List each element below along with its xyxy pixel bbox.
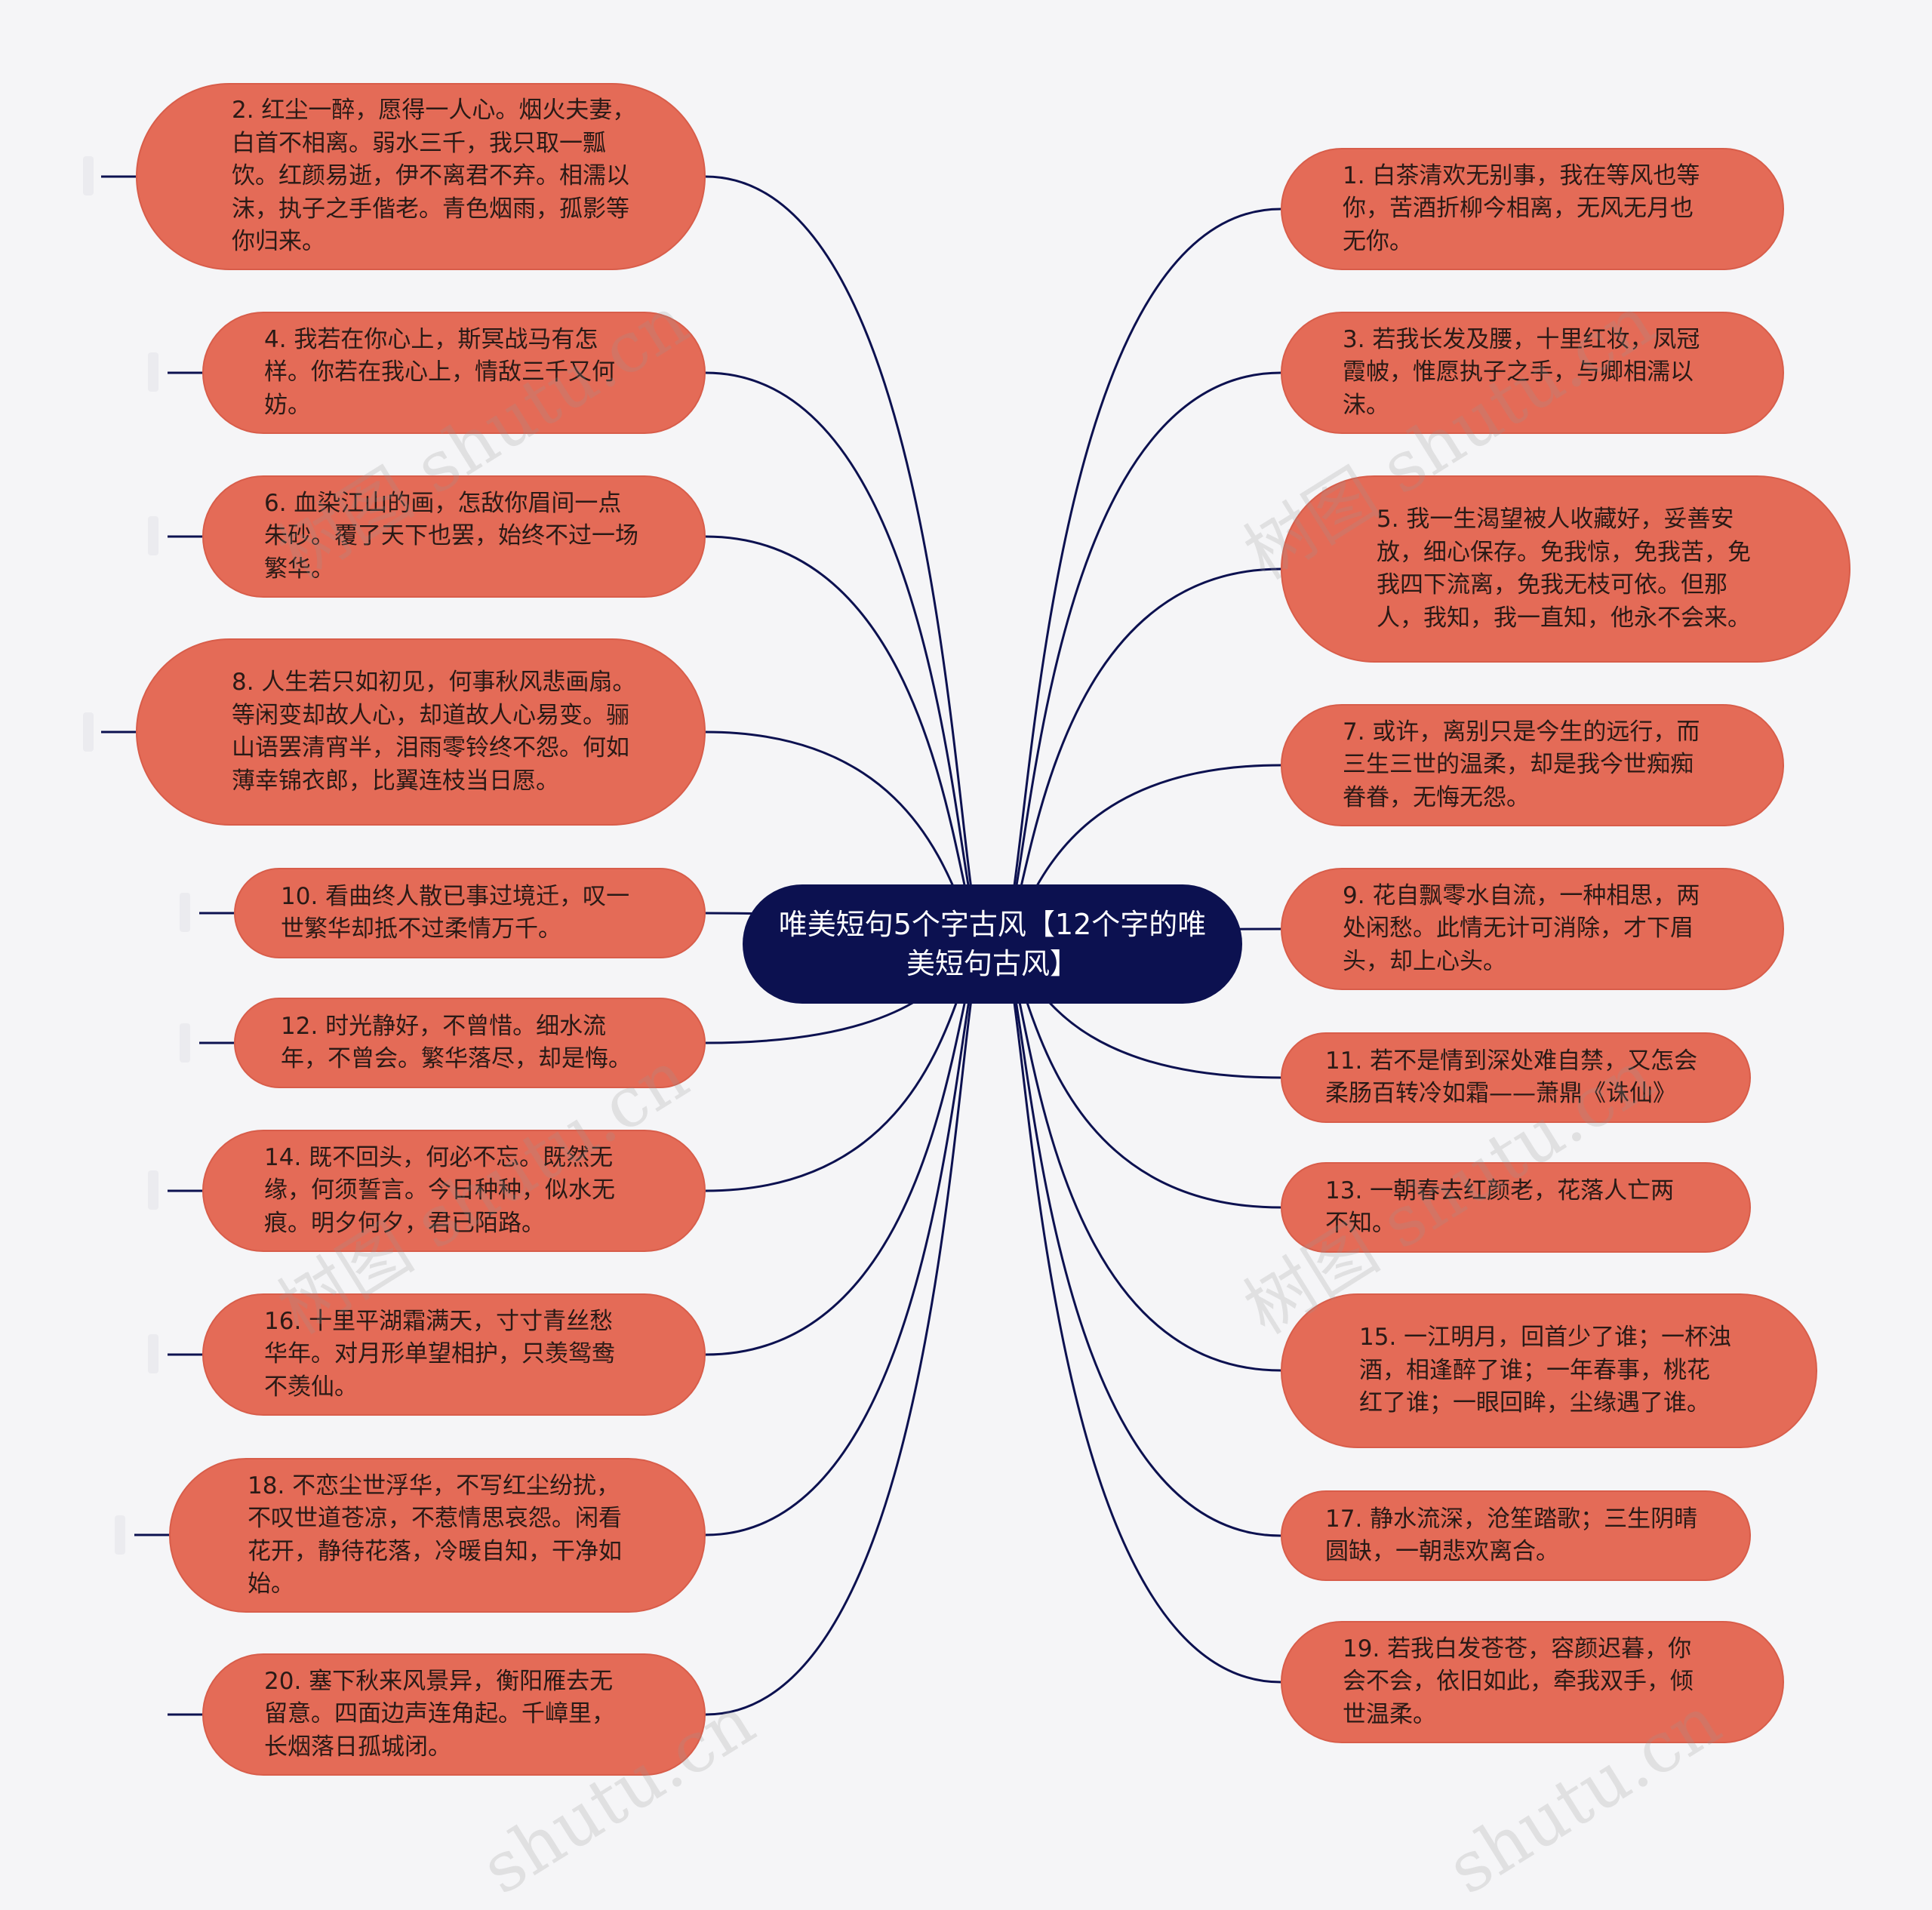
topic-node-13[interactable]: 13. 一朝春去红颜老，花落人亡两不知。	[1281, 1162, 1751, 1253]
collapse-stub[interactable]	[148, 516, 158, 555]
topic-node-text: 16. 十里平湖霜满天，寸寸青丝愁华年。对月形单望相护，只羡鸳鸯不羡仙。	[264, 1307, 615, 1401]
topic-node-19[interactable]: 19. 若我白发苍苍，容颜迟暮，你会不会，依旧如此，牵我双手，倾世温柔。	[1281, 1621, 1784, 1743]
central-topic-text: 唯美短句5个字古风【12个字的唯美短句古风】	[778, 908, 1207, 980]
collapse-stub[interactable]	[115, 1515, 125, 1555]
topic-node-11[interactable]: 11. 若不是情到深处难自禁，又怎会柔肠百转冷如霜——萧鼎《诛仙》	[1281, 1032, 1751, 1123]
topic-node-1[interactable]: 1. 白茶清欢无别事，我在等风也等你，苦酒折柳今相离，无风无月也无你。	[1281, 148, 1784, 270]
topic-node-9[interactable]: 9. 花自飘零水自流，一种相思，两处闲愁。此情无计可消除，才下眉头，却上心头。	[1281, 868, 1784, 990]
topic-node-text: 7. 或许，离别只是今生的远行，而三生三世的温柔，却是我今世痴痴眷眷，无悔无怨。	[1343, 718, 1700, 811]
topic-node-text: 5. 我一生渴望被人收藏好，妥善安放，细心保存。免我惊，免我苦，免我四下流离，免…	[1377, 506, 1751, 632]
topic-node-7[interactable]: 7. 或许，离别只是今生的远行，而三生三世的温柔，却是我今世痴痴眷眷，无悔无怨。	[1281, 704, 1784, 826]
topic-node-8[interactable]: 8. 人生若只如初见，何事秋风悲画扇。等闲变却故人心，却道故人心易变。骊山语罢清…	[136, 638, 706, 826]
collapse-stub[interactable]	[83, 712, 94, 752]
connector-right-7	[999, 943, 1281, 1372]
topic-node-16[interactable]: 16. 十里平湖霜满天，寸寸青丝愁华年。对月形单望相护，只羡鸳鸯不羡仙。	[202, 1293, 706, 1416]
connector-right-1	[999, 371, 1281, 946]
topic-node-text: 8. 人生若只如初见，何事秋风悲画扇。等闲变却故人心，却道故人心易变。骊山语罢清…	[232, 669, 636, 795]
topic-node-text: 2. 红尘一醉，愿得一人心。烟火夫妻，白首不相离。弱水三千，我只取一瓢饮。红颜易…	[232, 97, 636, 256]
connector-left-2	[705, 535, 986, 946]
topic-node-3[interactable]: 3. 若我长发及腰，十里红妆，凤冠霞帔，惟愿执子之手，与卿相濡以沫。	[1281, 312, 1784, 434]
connector-left-0	[705, 175, 986, 946]
topic-node-text: 1. 白茶清欢无别事，我在等风也等你，苦酒折柳今相离，无风无月也无你。	[1343, 161, 1700, 255]
topic-node-text: 17. 静水流深，沧笙踏歌；三生阴晴圆缺，一朝悲欢离合。	[1325, 1505, 1698, 1566]
collapse-stub[interactable]	[83, 156, 94, 195]
connector-left-7	[705, 943, 986, 1356]
connector-left-9	[705, 943, 986, 1716]
topic-node-text: 9. 花自飘零水自流，一种相思，两处闲愁。此情无计可消除，才下眉头，却上心头。	[1343, 881, 1700, 975]
central-topic[interactable]: 唯美短句5个字古风【12个字的唯美短句古风】	[743, 884, 1242, 1004]
topic-node-12[interactable]: 12. 时光静好，不曾惜。细水流年，不曾会。繁华落尽，却是悔。	[234, 998, 706, 1088]
collapse-stub[interactable]	[148, 1170, 158, 1210]
connector-left-8	[705, 943, 986, 1536]
topic-node-text: 10. 看曲终人散已事过境迁，叹一世繁华却抵不过柔情万千。	[281, 882, 630, 943]
topic-node-text: 4. 我若在你心上，斯冥战马有怎样。你若在我心上，情敌三千又何妨。	[264, 325, 615, 419]
topic-node-text: 18. 不恋尘世浮华，不写红尘纷扰，不叹世道苍凉，不惹情思哀怨。闲看花开，静待花…	[248, 1472, 622, 1598]
topic-node-6[interactable]: 6. 血染江山的画，怎敌你眉间一点朱砂。覆了天下也罢，始终不过一场繁华。	[202, 475, 706, 598]
collapse-stub[interactable]	[180, 893, 190, 932]
topic-node-15[interactable]: 15. 一江明月，回首少了谁；一杯浊酒，相逢醉了谁；一年春事，桃花红了谁；一眼回…	[1281, 1293, 1817, 1448]
topic-node-20[interactable]: 20. 塞下秋来风景异，衡阳雁去无留意。四面边声连角起。千嶂里，长烟落日孤城闭。	[202, 1653, 706, 1776]
collapse-stub[interactable]	[148, 352, 158, 392]
topic-node-text: 14. 既不回头，何必不忘。既然无缘，何须誓言。今日种种，似水无痕。明夕何夕，君…	[264, 1143, 615, 1237]
topic-node-14[interactable]: 14. 既不回头，何必不忘。既然无缘，何须誓言。今日种种，似水无痕。明夕何夕，君…	[202, 1130, 706, 1252]
topic-node-text: 19. 若我白发苍苍，容颜迟暮，你会不会，依旧如此，牵我双手，倾世温柔。	[1343, 1635, 1694, 1728]
mindmap-canvas: 唯美短句5个字古风【12个字的唯美短句古风】 2. 红尘一醉，愿得一人心。烟火夫…	[83, 83, 1850, 1910]
topic-node-4[interactable]: 4. 我若在你心上，斯冥战马有怎样。你若在我心上，情敌三千又何妨。	[202, 312, 706, 434]
topic-node-2[interactable]: 2. 红尘一醉，愿得一人心。烟火夫妻，白首不相离。弱水三千，我只取一瓢饮。红颜易…	[136, 83, 706, 270]
topic-node-5[interactable]: 5. 我一生渴望被人收藏好，妥善安放，细心保存。免我惊，免我苦，免我四下流离，免…	[1281, 475, 1850, 663]
topic-node-18[interactable]: 18. 不恋尘世浮华，不写红尘纷扰，不叹世道苍凉，不惹情思哀怨。闲看花开，静待花…	[169, 1458, 706, 1613]
connector-right-0	[999, 208, 1281, 946]
topic-node-17[interactable]: 17. 静水流深，沧笙踏歌；三生阴晴圆缺，一朝悲欢离合。	[1281, 1490, 1751, 1581]
topic-node-text: 15. 一江明月，回首少了谁；一杯浊酒，相逢醉了谁；一年春事，桃花红了谁；一眼回…	[1359, 1324, 1732, 1417]
topic-node-text: 3. 若我长发及腰，十里红妆，凤冠霞帔，惟愿执子之手，与卿相濡以沫。	[1343, 325, 1700, 419]
connector-right-9	[999, 943, 1281, 1684]
topic-node-text: 6. 血染江山的画，怎敌你眉间一点朱砂。覆了天下也罢，始终不过一场繁华。	[264, 489, 638, 583]
topic-node-text: 13. 一朝春去红颜老，花落人亡两不知。	[1325, 1176, 1675, 1238]
collapse-stub[interactable]	[180, 1023, 190, 1063]
collapse-stub[interactable]	[148, 1334, 158, 1373]
topic-node-10[interactable]: 10. 看曲终人散已事过境迁，叹一世繁华却抵不过柔情万千。	[234, 868, 706, 958]
topic-node-text: 20. 塞下秋来风景异，衡阳雁去无留意。四面边声连角起。千嶂里，长烟落日孤城闭。	[264, 1667, 615, 1761]
topic-node-text: 12. 时光静好，不曾惜。细水流年，不曾会。繁华落尽，却是悔。	[281, 1012, 632, 1073]
topic-node-text: 11. 若不是情到深处难自禁，又怎会柔肠百转冷如霜——萧鼎《诛仙》	[1325, 1047, 1698, 1108]
connector-right-8	[999, 943, 1281, 1537]
